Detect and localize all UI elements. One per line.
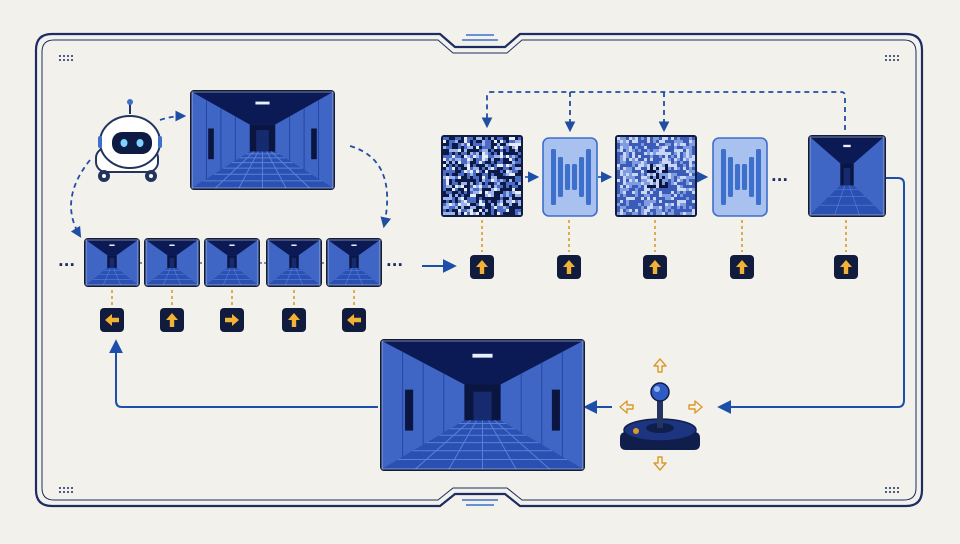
- joystick-direction-hints: [619, 358, 703, 471]
- frame-notch-bottom-lines: [462, 499, 498, 506]
- frame-corner-dots: [59, 55, 899, 493]
- robot-to-frame-arrow: [159, 110, 187, 122]
- flow-connectors: [70, 91, 905, 414]
- robot-icon: [95, 99, 162, 182]
- context-frame-4: [266, 238, 322, 287]
- context-frame-1: [84, 238, 140, 287]
- outer-frame: [34, 32, 924, 508]
- context-action-key-1: [100, 308, 124, 332]
- direction-arrow-icon-right: [688, 400, 703, 414]
- denoiser-icon: [712, 137, 768, 217]
- output-to-joystick-line: [717, 177, 905, 414]
- context-ellipsis-right: ...: [386, 252, 403, 270]
- conditioning-bus: [481, 91, 846, 130]
- direction-arrow-icon-up: [653, 358, 667, 373]
- current-corridor-frame: [380, 339, 585, 471]
- context-actions: [100, 290, 366, 332]
- denoiser-icon: [542, 137, 598, 217]
- context-frame-5: [326, 238, 382, 287]
- noise-frame-icon: [441, 135, 523, 217]
- context-frame-strip: [84, 238, 382, 287]
- direction-arrow-icon-left: [619, 400, 634, 414]
- step-action-key-5: [834, 255, 858, 279]
- current-frame: [380, 339, 585, 471]
- context-frame-2: [144, 238, 200, 287]
- denoising-chain: [441, 135, 886, 279]
- step-action-key-1: [470, 255, 494, 279]
- observation-frame: [190, 90, 335, 190]
- robot-to-context-arrow: [70, 159, 91, 238]
- context-frame-3: [204, 238, 260, 287]
- step-action-key-4: [730, 255, 754, 279]
- denoised-output-frame: [808, 135, 886, 217]
- context-ellipsis-left: ...: [58, 252, 75, 270]
- direction-arrow-icon-down: [653, 456, 667, 471]
- denoise-ellipsis: ...: [771, 167, 788, 185]
- step-action-key-2: [557, 255, 581, 279]
- context-action-key-4: [282, 308, 306, 332]
- step-action-key-3: [643, 255, 667, 279]
- joystick-icon: [620, 382, 700, 450]
- frame-to-context-arrow: [349, 145, 392, 229]
- context-action-key-3: [220, 308, 244, 332]
- frame-to-context-loop: [109, 339, 378, 408]
- observation-corridor-frame: [190, 90, 335, 190]
- noise-frame-icon: [615, 135, 697, 217]
- context-action-key-2: [160, 308, 184, 332]
- frame-notch-top-lines: [462, 34, 498, 41]
- context-action-key-5: [342, 308, 366, 332]
